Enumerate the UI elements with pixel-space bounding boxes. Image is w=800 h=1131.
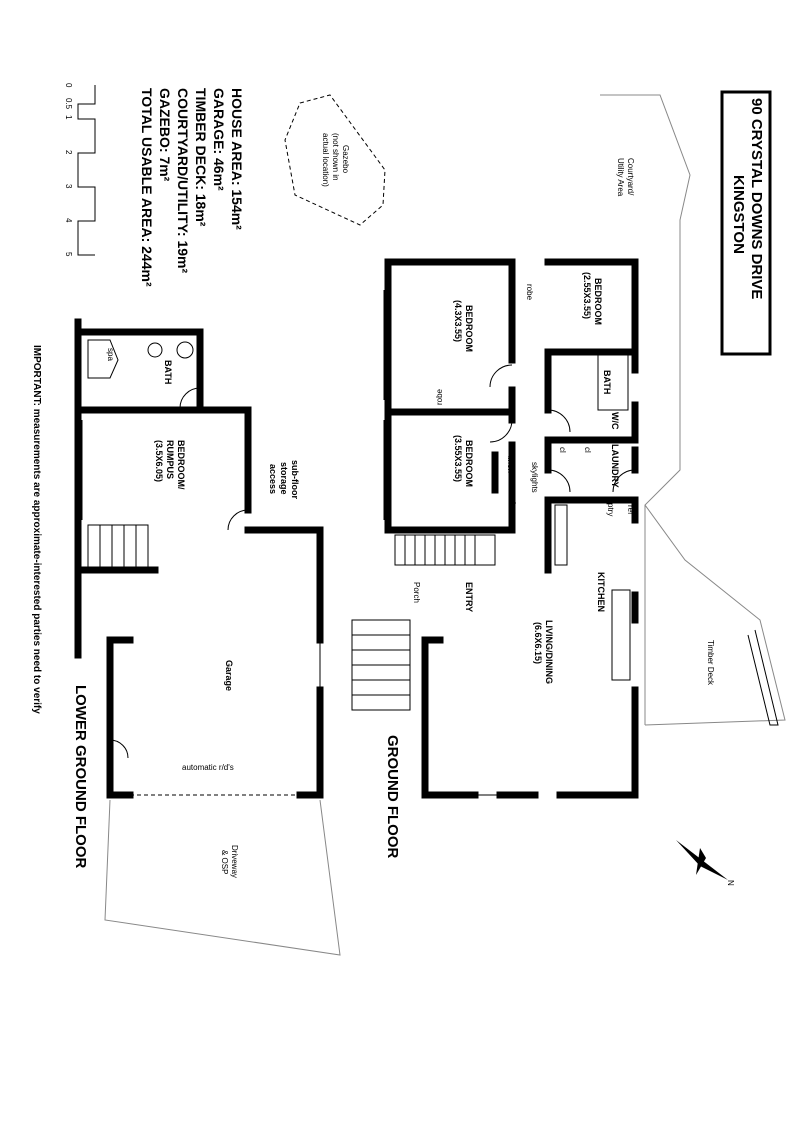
svg-text:robe: robe: [525, 284, 534, 301]
ground-floor-plan: BEDROOM (2.55X3.55) robe BEDROOM (4.3X3.…: [351, 258, 639, 799]
ground-floor-label: GROUND FLOOR: [384, 735, 401, 858]
svg-text:KITCHEN: KITCHEN: [596, 572, 606, 612]
svg-text:BATH: BATH: [163, 360, 173, 384]
svg-text:actual location): actual location): [321, 133, 330, 187]
svg-text:2: 2: [64, 150, 73, 155]
svg-text:ptry: ptry: [606, 503, 615, 516]
svg-text:W/C: W/C: [610, 412, 620, 430]
svg-text:LAUNDRY: LAUNDRY: [610, 444, 620, 488]
svg-text:Courtyard/: Courtyard/: [626, 158, 635, 196]
svg-text:4: 4: [64, 218, 73, 223]
svg-text:skylights: skylights: [530, 462, 539, 493]
svg-text:BEDROOM: BEDROOM: [464, 305, 474, 352]
svg-text:sub-floor: sub-floor: [290, 460, 300, 499]
svg-text:access: access: [268, 464, 278, 494]
north-arrow-icon: N: [676, 840, 735, 886]
svg-text:Driveway: Driveway: [230, 845, 239, 878]
svg-text:(4.3X3.55): (4.3X3.55): [453, 300, 463, 342]
svg-text:spa: spa: [106, 348, 115, 361]
svg-text:ENTRY: ENTRY: [464, 582, 474, 612]
svg-text:& OSP: & OSP: [220, 850, 229, 874]
stat-courtyard: COURTYARD/UTILITY: 19m²: [175, 88, 191, 273]
svg-text:(3.55X3.55): (3.55X3.55): [453, 435, 463, 482]
svg-text:LIVING/DINING: LIVING/DINING: [544, 620, 554, 684]
courtyard-outline: [600, 94, 786, 726]
svg-text:robe: robe: [508, 495, 517, 512]
stat-garage: GARAGE: 46m²: [211, 88, 227, 191]
svg-text:0: 0: [64, 83, 73, 88]
svg-text:BATH: BATH: [602, 370, 612, 394]
svg-text:linen: linen: [506, 456, 515, 473]
important-note: IMPORTANT: measurements are approximate-…: [31, 345, 42, 714]
stat-house: HOUSE AREA: 154m²: [229, 88, 245, 230]
svg-text:robe: robe: [435, 388, 444, 405]
area-stats: HOUSE AREA: 154m² GARAGE: 46m² TIMBER DE…: [139, 88, 245, 287]
svg-text:(6.6X6.15): (6.6X6.15): [533, 622, 543, 664]
svg-text:5: 5: [64, 252, 73, 257]
svg-text:Garage: Garage: [224, 660, 234, 691]
svg-text:1: 1: [64, 115, 73, 120]
gazebo: Gazebo (not shown in actual location): [284, 94, 386, 226]
svg-text:automatic r/d's: automatic r/d's: [182, 763, 234, 772]
svg-text:3: 3: [64, 184, 73, 189]
svg-text:(not shown in: (not shown in: [331, 133, 340, 181]
title-line2: KINGSTON: [730, 175, 747, 254]
stat-total: TOTAL USABLE AREA: 244m²: [139, 88, 155, 287]
svg-text:Gazebo: Gazebo: [341, 145, 350, 174]
svg-text:RUMPUS: RUMPUS: [165, 440, 175, 479]
svg-text:BEDROOM: BEDROOM: [464, 440, 474, 487]
lower-ground-floor-label: LOWER GROUND FLOOR: [72, 685, 89, 868]
svg-text:BEDROOM/: BEDROOM/: [176, 440, 186, 490]
svg-text:(3.5X6.05): (3.5X6.05): [154, 440, 164, 482]
svg-text:N: N: [726, 880, 735, 886]
svg-text:Porch: Porch: [412, 582, 421, 603]
svg-text:cl: cl: [583, 447, 592, 453]
lower-ground-floor-plan: BATH spa BEDROOM/ RUMPUS (3.5X6.05) sub-…: [74, 318, 324, 799]
svg-text:BEDROOM: BEDROOM: [593, 278, 603, 325]
svg-text:ref: ref: [626, 505, 635, 515]
title-box: [720, 90, 772, 356]
svg-text:Utility Area: Utility Area: [616, 158, 625, 197]
svg-text:Timber Deck: Timber Deck: [706, 640, 715, 686]
title-line1: 90 CRYSTAL DOWNS DRIVE: [748, 98, 765, 299]
svg-text:storage: storage: [279, 462, 289, 495]
svg-text:cl: cl: [558, 447, 567, 453]
svg-text:(2.55X3.55): (2.55X3.55): [582, 272, 592, 319]
stat-gazebo: GAZEBO: 7m²: [157, 88, 173, 182]
stat-deck: TIMBER DECK: 18m²: [193, 88, 209, 227]
driveway-outline: [104, 799, 341, 956]
scale-bar: 0 0.5 1 2 3 4 5: [64, 83, 96, 257]
svg-text:0.5: 0.5: [64, 98, 73, 110]
